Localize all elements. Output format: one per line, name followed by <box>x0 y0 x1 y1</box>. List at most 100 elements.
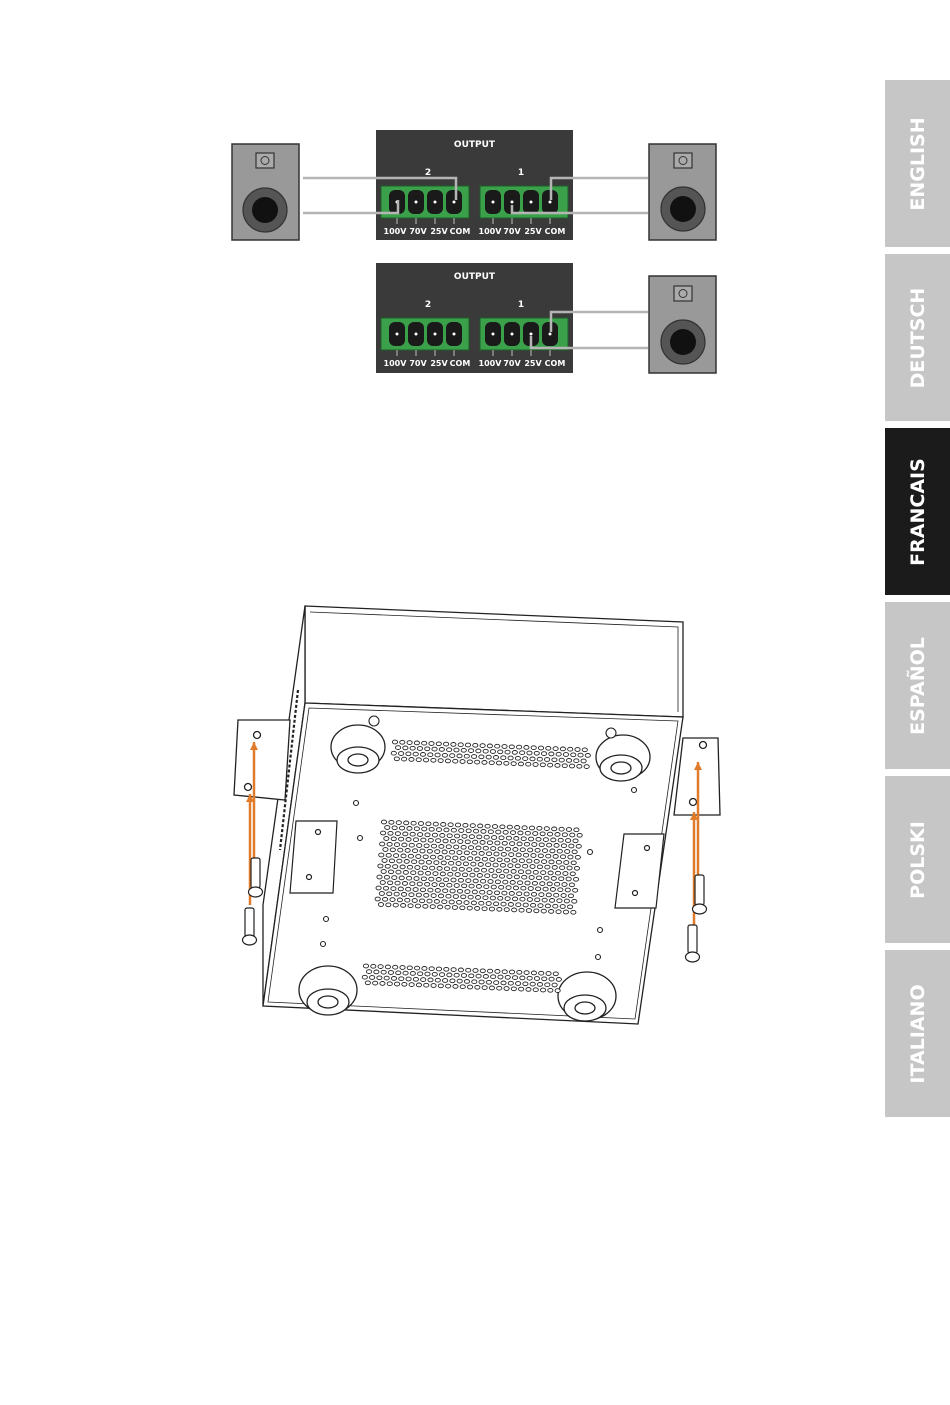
vent-hole <box>479 755 484 759</box>
vent-hole <box>508 756 513 760</box>
vent-hole <box>475 985 480 989</box>
vent-hole <box>460 760 465 764</box>
terminal-label: COM <box>450 359 471 368</box>
vent-hole <box>461 748 466 752</box>
vent-hole <box>504 908 509 912</box>
vent-hole <box>418 822 423 826</box>
vent-hole <box>517 970 522 974</box>
vent-hole <box>546 854 551 858</box>
vent-hole <box>505 847 510 851</box>
tab-espanol[interactable]: ESPAÑOL <box>885 602 950 769</box>
vent-hole <box>387 892 392 896</box>
vent-hole <box>398 848 403 852</box>
vent-hole <box>423 855 428 859</box>
vent-hole <box>469 884 474 888</box>
vent-hole <box>411 821 416 825</box>
vent-hole <box>379 892 384 896</box>
vent-hole <box>473 969 478 973</box>
vent-hole <box>391 887 396 891</box>
output-panel-top: OUTPUT 2 1 100V 70 <box>376 130 573 240</box>
vent-hole <box>383 886 388 890</box>
vent-hole <box>512 751 517 755</box>
vent-hole <box>394 982 399 986</box>
vent-hole <box>509 970 514 974</box>
vent-hole <box>421 877 426 881</box>
vent-hole <box>414 827 419 831</box>
vent-hole <box>454 884 459 888</box>
vent-hole <box>520 848 525 852</box>
vent-hole <box>461 974 466 978</box>
vent-hole <box>545 904 550 908</box>
vent-hole <box>562 883 567 887</box>
tab-francais[interactable]: FRANCAIS <box>885 428 950 595</box>
vent-hole <box>554 893 559 897</box>
vent-hole <box>504 869 509 873</box>
vent-hole <box>563 872 568 876</box>
vent-hole <box>514 837 519 841</box>
vent-hole <box>575 748 580 752</box>
tab-deutsch[interactable]: DEUTSCH <box>885 254 950 421</box>
vent-hole <box>388 971 393 975</box>
vent-hole <box>544 876 549 880</box>
vent-hole <box>457 900 462 904</box>
vent-hole <box>508 981 513 985</box>
tab-italiano-label: ITALIANO <box>907 984 929 1083</box>
vent-hole <box>417 844 422 848</box>
vent-hole <box>476 846 481 850</box>
vent-hole <box>505 897 510 901</box>
vent-hole <box>507 875 512 879</box>
vent-hole <box>514 875 519 879</box>
tab-english[interactable]: ENGLISH <box>885 80 950 247</box>
vent-hole <box>430 905 435 909</box>
vent-hole <box>389 820 394 824</box>
vent-hole <box>435 753 440 757</box>
vent-hole <box>543 887 548 891</box>
vent-hole <box>543 838 548 842</box>
vent-hole <box>457 754 462 758</box>
vent-hole <box>445 856 450 860</box>
vent-hole <box>377 875 382 879</box>
vent-hole <box>489 869 494 873</box>
vent-hole <box>566 877 571 881</box>
vent-hole <box>484 835 489 839</box>
vent-hole <box>508 864 513 868</box>
vent-hole <box>451 878 456 882</box>
vent-hole <box>452 906 457 910</box>
vent-hole <box>549 910 554 914</box>
vent-hole <box>527 976 532 980</box>
vent-hole <box>540 763 545 767</box>
vent-hole <box>435 850 440 854</box>
tab-italiano[interactable]: ITALIANO <box>885 950 950 1117</box>
vent-hole <box>516 853 521 857</box>
vent-hole <box>513 886 518 890</box>
vent-hole <box>504 761 509 765</box>
vent-hole <box>393 903 398 907</box>
vent-hole <box>518 881 523 885</box>
vent-hole <box>385 826 390 830</box>
vent-hole <box>436 828 441 832</box>
vent-hole <box>531 971 536 975</box>
vent-hole <box>536 876 541 880</box>
vent-hole <box>436 878 441 882</box>
vent-hole <box>399 977 404 981</box>
vent-hole <box>373 981 378 985</box>
vent-hole <box>429 877 434 881</box>
vent-hole <box>384 976 389 980</box>
vent-hole <box>531 892 536 896</box>
vent-hole <box>398 887 403 891</box>
vent-hole <box>471 901 476 905</box>
vent-hole <box>447 883 452 887</box>
vent-hole <box>428 838 433 842</box>
vent-hole <box>509 892 514 896</box>
wiring-diagrams: OUTPUT 2 1 100V 70 <box>0 0 880 1405</box>
vent-hole <box>533 988 538 992</box>
vent-hole <box>511 870 516 874</box>
vent-hole <box>501 981 506 985</box>
vent-hole <box>417 747 422 751</box>
vent-hole <box>495 744 500 748</box>
tab-polski[interactable]: POLSKI <box>885 776 950 943</box>
vent-hole <box>476 749 481 753</box>
vent-hole <box>428 978 433 982</box>
vent-hole <box>400 740 405 744</box>
vent-hole <box>541 871 546 875</box>
